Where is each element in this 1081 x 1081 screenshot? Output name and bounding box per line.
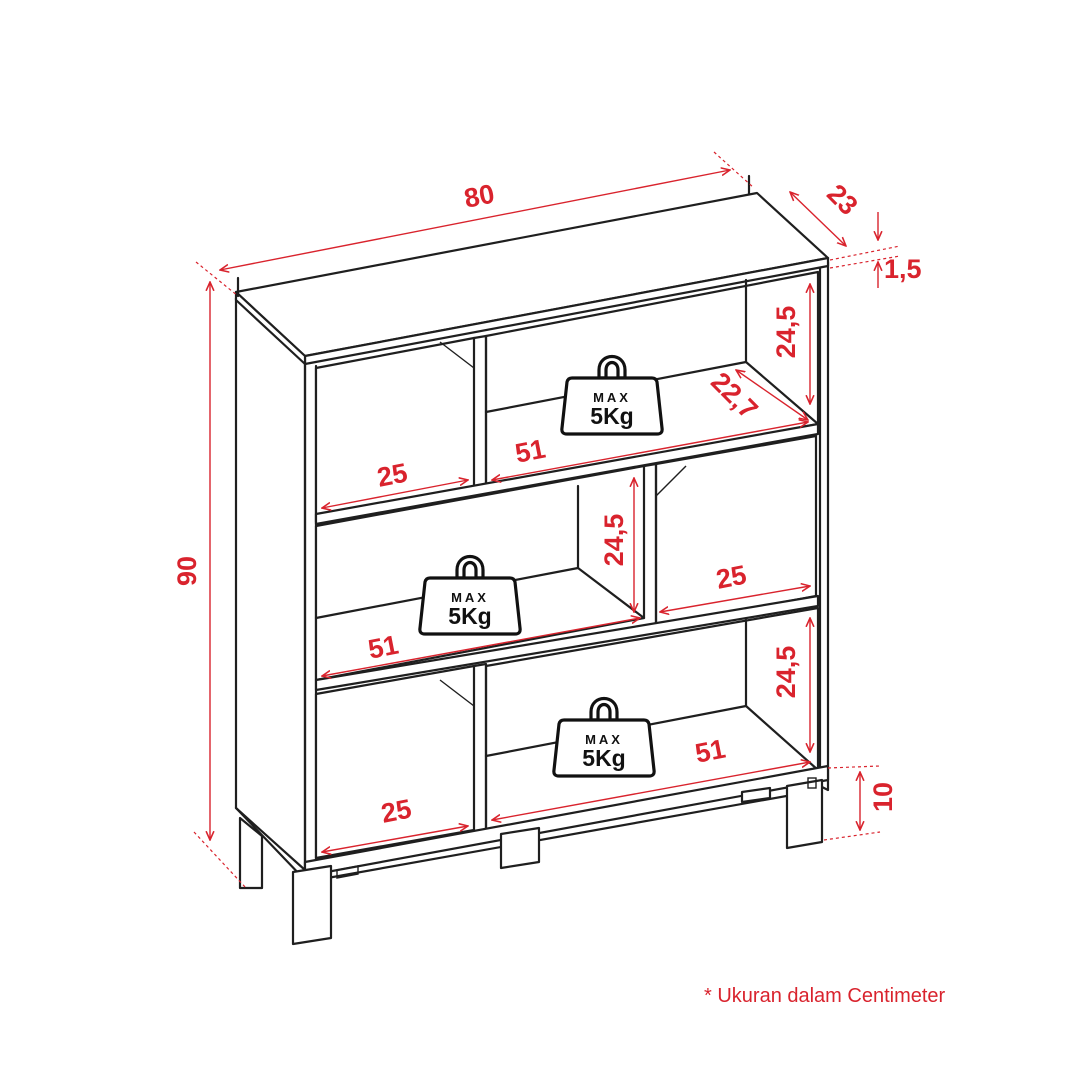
- wide-width-mid-label: 51: [366, 630, 401, 665]
- weight-max-label: MAX: [585, 732, 623, 747]
- small-width-top-label: 25: [375, 458, 410, 493]
- width-label: 80: [462, 179, 497, 214]
- top-thickness-label: 1,5: [884, 254, 922, 284]
- weight-icon: MAX 5Kg: [552, 696, 656, 778]
- weight-load-label: 5Kg: [448, 603, 491, 629]
- front-right-leg: [785, 778, 824, 850]
- shelf-height-mid-label: 24,5: [599, 514, 629, 567]
- wide-width-top-label: 51: [513, 434, 548, 469]
- weight-icon: MAX 5Kg: [418, 554, 522, 636]
- dimension-lines: [193, 151, 901, 889]
- shelf-height-top-label: 24,5: [771, 306, 801, 359]
- weight-max-label: MAX: [451, 590, 489, 605]
- small-width-bottom-label: 25: [379, 794, 414, 829]
- weight-load-label: 5Kg: [582, 745, 625, 771]
- row2-right-box: [654, 434, 818, 628]
- weight-icon: MAX 5Kg: [560, 354, 664, 436]
- shelf-height-bottom-label: 24,5: [771, 646, 801, 699]
- weight-max-label: MAX: [593, 390, 631, 405]
- weight-load-label: 5Kg: [590, 403, 633, 429]
- small-width-mid-label: 25: [714, 560, 749, 595]
- height-label: 90: [172, 556, 202, 586]
- unit-footnote: * Ukuran dalam Centimeter: [704, 985, 946, 1007]
- middle-leg: [499, 826, 541, 870]
- right-side-panel: [818, 256, 830, 792]
- depth-label: 23: [821, 178, 863, 220]
- front-left-leg: [291, 864, 333, 946]
- left-side-panel: [234, 296, 307, 882]
- leg-height-label: 10: [868, 782, 898, 812]
- wide-width-bottom-label: 51: [693, 734, 728, 769]
- back-left-leg: [238, 816, 264, 890]
